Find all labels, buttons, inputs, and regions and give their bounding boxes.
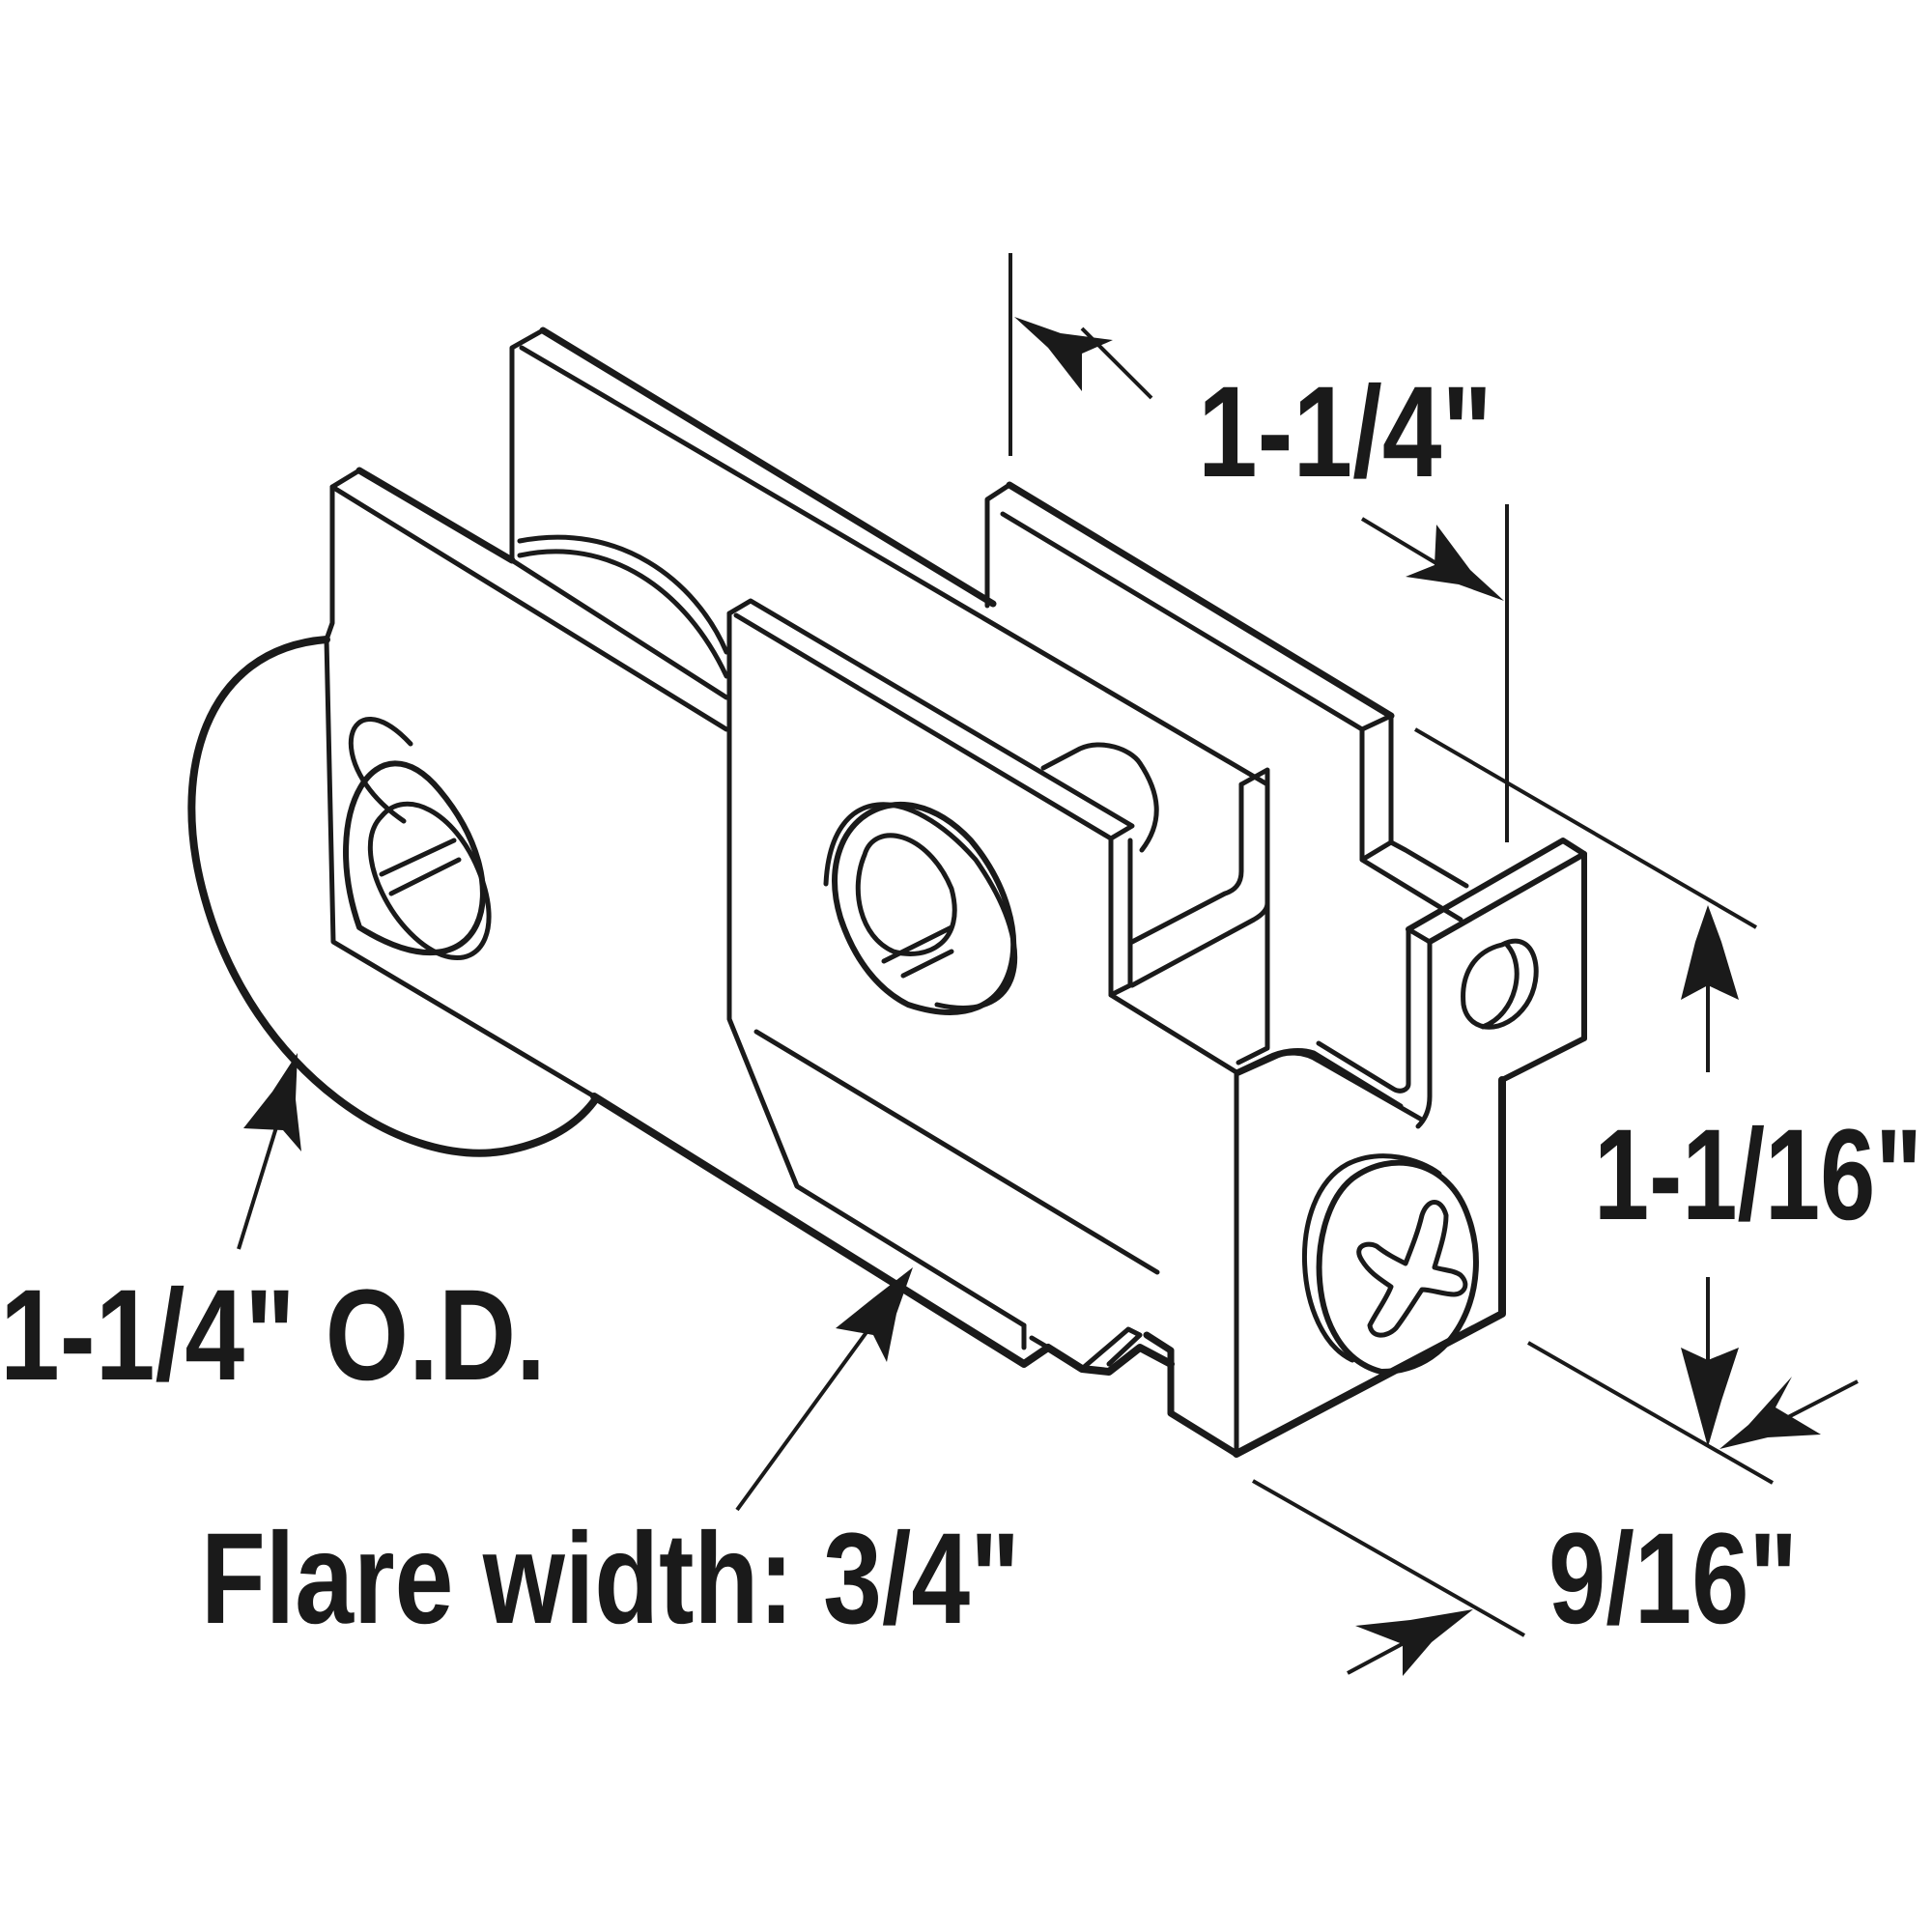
arrow-height-top [1681, 905, 1739, 1000]
front-tab-plate-inner [1316, 926, 1411, 1094]
adjustment-screw [1301, 1153, 1479, 1375]
front-center-plate-inner-edge [733, 612, 1114, 841]
back-plate-inner-edge [519, 345, 1270, 787]
depth-extension-bottom [1252, 1479, 1525, 1637]
dimension-arrowheads [243, 317, 1821, 1676]
back-plate-upper-step [509, 557, 729, 700]
inner-axle-tab [1040, 742, 1159, 853]
label-wheel-od: 1-1/4" O.D. [0, 1264, 546, 1407]
rear-step-inner-edge [1000, 511, 1394, 732]
roller-wheel-back-rim-inner [517, 549, 729, 679]
front-tab-plate-top [1406, 838, 1587, 945]
middle-rear-plate-inner [1129, 781, 1244, 945]
front-tab-screw [1461, 938, 1539, 1030]
center-block-left-bottom [1143, 1331, 1240, 1458]
roller-wheel [187, 636, 598, 1157]
dimension-lines [237, 253, 1859, 1675]
arrow-height-bottom [1681, 1348, 1739, 1447]
center-block-front-ledge [1234, 1050, 1423, 1122]
left-bracket-inner-edge [329, 484, 729, 732]
arrow-wheel-od [243, 1053, 301, 1151]
arrow-width-top-left [1014, 317, 1113, 391]
rear-step-top-edge [1006, 481, 1395, 720]
height-extension-bottom [1527, 1341, 1774, 1485]
height-extension-top [1413, 727, 1758, 929]
back-plate-top-edge [539, 327, 997, 608]
front-center-plate-slot-line [753, 1029, 1160, 1275]
center-block-bottom [1233, 1076, 1506, 1458]
rear-step-notch [1359, 726, 1463, 923]
arrow-flare-width [836, 1267, 913, 1362]
label-flare-width: Flare width: 3/4" [201, 1507, 1020, 1651]
arrow-depth-right [1719, 1377, 1821, 1449]
center-block-top [1108, 992, 1404, 1109]
arrow-width-top-right [1406, 525, 1504, 601]
label-depth: 9/16" [1548, 1507, 1798, 1651]
front-tab-plate-right [1499, 851, 1587, 1083]
front-tab-plate [1406, 926, 1433, 1129]
label-height-right: 1-1/16" [1594, 1103, 1922, 1247]
flare-step [1021, 1322, 1143, 1372]
dimension-labels: 1-1/4" 1-1/16" 1-1/4" O.D. 9/16" Flare w… [0, 360, 1922, 1651]
flare-width-leader [735, 1326, 871, 1512]
front-center-plate-left-edge [726, 611, 1027, 1328]
roller-assembly [187, 327, 1587, 1458]
middle-rear-plate-lower [1129, 900, 1270, 988]
arrow-depth-bottom [1355, 1609, 1473, 1676]
center-axle-bolt [823, 801, 1018, 1015]
depth-leader-bottom [1347, 1640, 1406, 1675]
roller-wheel-back-rim [517, 534, 729, 655]
left-axle-bolt [343, 717, 492, 960]
left-bracket-top-edge [355, 467, 516, 564]
label-width-top: 1-1/4" [1198, 360, 1492, 504]
